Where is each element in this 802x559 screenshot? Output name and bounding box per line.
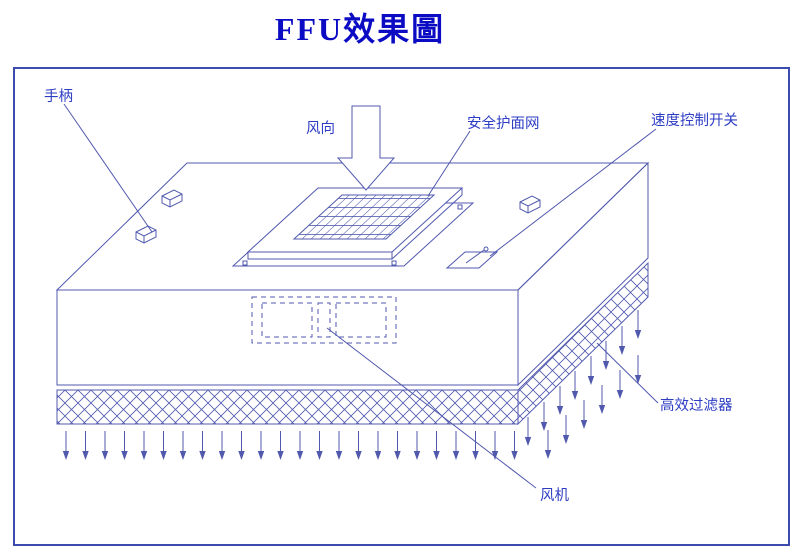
label-speed-switch: 速度控制开关 <box>651 112 738 129</box>
leader-fan <box>326 327 537 489</box>
leader-speed-switch <box>489 128 657 257</box>
speed-switch-knob <box>483 246 489 252</box>
wind-direction-arrow <box>336 105 396 191</box>
label-handle: 手柄 <box>44 88 73 105</box>
fan-motor-outline <box>317 302 331 338</box>
panel-bolt <box>391 260 397 266</box>
leader-handle <box>63 103 153 233</box>
leader-safety-mesh <box>427 130 471 197</box>
speed-switch <box>445 246 499 269</box>
hepa-filter-front <box>56 389 519 425</box>
panel-bolt <box>242 260 248 266</box>
leader-lines <box>63 103 659 489</box>
hepa-filter-side <box>517 261 649 426</box>
diagram-border <box>13 67 790 546</box>
label-hepa-filter: 高效过滤器 <box>660 397 733 414</box>
filter-panel <box>231 187 475 267</box>
panel-thickness <box>247 188 463 260</box>
leader-hepa-filter <box>596 342 659 404</box>
fan-right-outline <box>335 302 387 338</box>
speed-switch-plate <box>445 251 499 269</box>
safety-mesh-grid <box>292 194 436 240</box>
speed-switch-lever <box>465 249 485 264</box>
diagram-title: FFU效果圖 <box>275 11 445 47</box>
panel-bolt <box>457 204 463 210</box>
fan-left-outline <box>261 302 313 338</box>
fan-outline <box>251 296 397 344</box>
fan-outer-outline <box>251 296 397 344</box>
label-safety-mesh: 安全护面网 <box>467 114 540 132</box>
label-wind-direction: 风向 <box>306 120 335 137</box>
unit-right-face <box>517 161 649 387</box>
ffu-unit <box>55 161 650 426</box>
label-fan: 风机 <box>540 487 569 504</box>
